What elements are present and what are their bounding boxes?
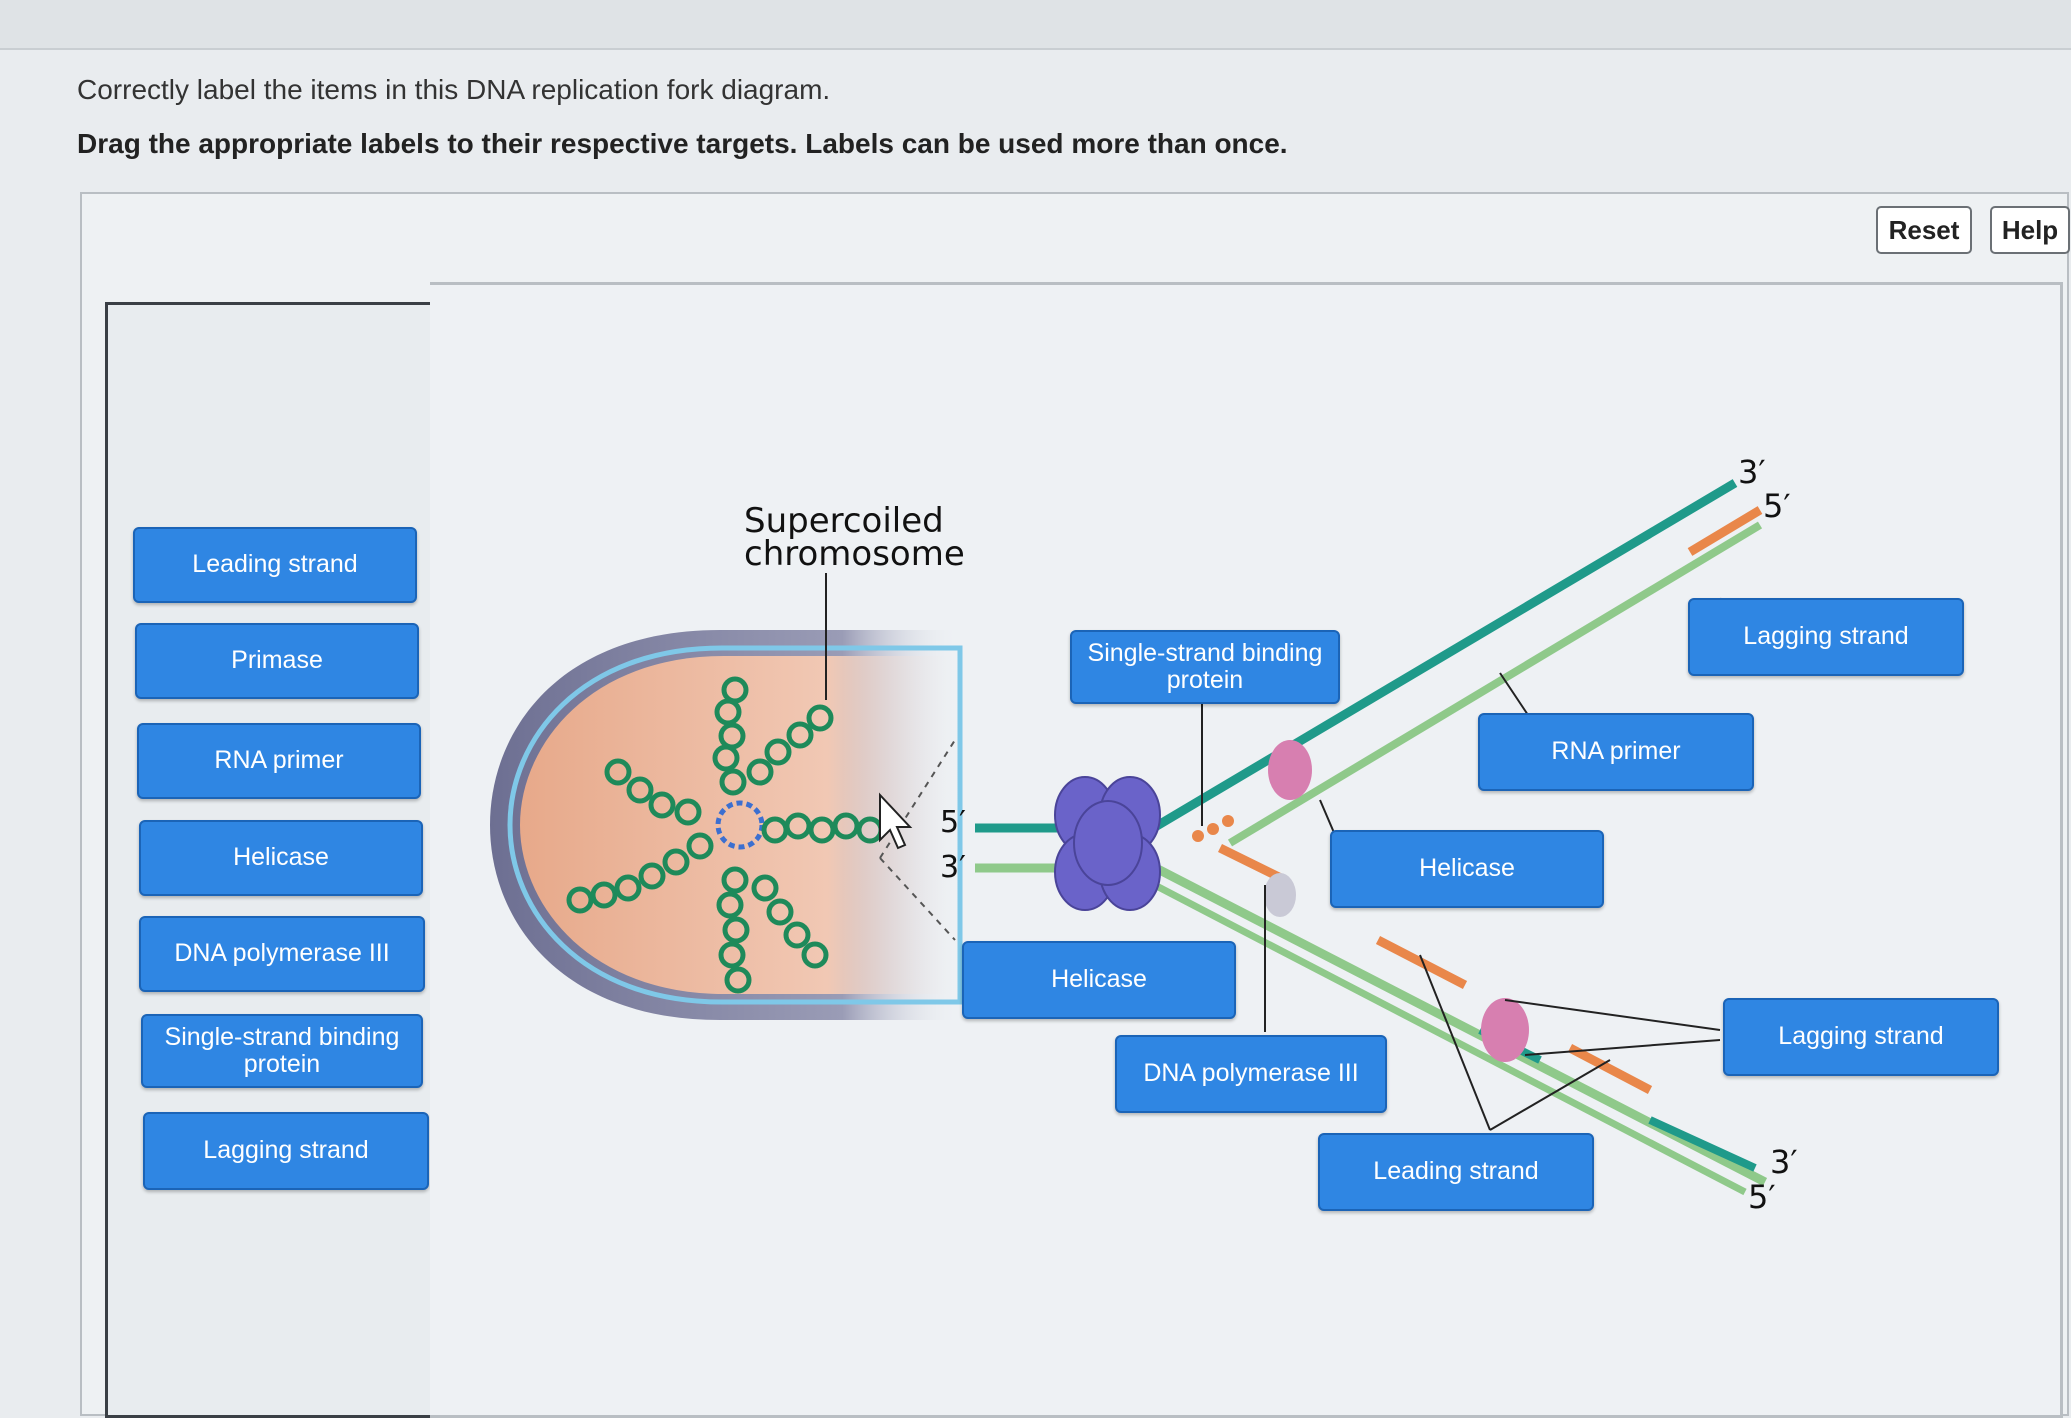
placed-label-lagging-strand-bottom[interactable]: Lagging strand bbox=[1723, 998, 1999, 1076]
placed-label-rna-primer[interactable]: RNA primer bbox=[1478, 713, 1754, 791]
placed-label-lagging-strand-top[interactable]: Lagging strand bbox=[1688, 598, 1964, 676]
end-label-bottom-5prime: 5′ bbox=[1748, 1178, 1776, 1216]
placed-label-helicase-mid[interactable]: Helicase bbox=[1330, 830, 1604, 908]
end-label-top-5prime: 5′ bbox=[1763, 487, 1791, 525]
placed-label-single-strand-binding[interactable]: Single-strand binding protein bbox=[1070, 630, 1340, 704]
end-label-bottom-3prime: 3′ bbox=[1770, 1143, 1798, 1181]
placed-label-helicase-left[interactable]: Helicase bbox=[962, 941, 1236, 1019]
supercoiled-caption-line2: chromosome bbox=[744, 538, 965, 571]
end-label-left-3prime: 3′ bbox=[940, 850, 966, 885]
end-label-left-5prime: 5′ bbox=[940, 805, 966, 840]
placed-label-dna-polymerase[interactable]: DNA polymerase III bbox=[1115, 1035, 1387, 1113]
placed-label-leading-strand[interactable]: Leading strand bbox=[1318, 1133, 1594, 1211]
helicase-shape bbox=[1055, 777, 1160, 910]
supercoiled-chromosome-caption: Supercoiled chromosome bbox=[744, 505, 965, 571]
end-label-top-3prime: 3′ bbox=[1738, 453, 1766, 491]
ssb-proteins bbox=[1192, 815, 1234, 842]
